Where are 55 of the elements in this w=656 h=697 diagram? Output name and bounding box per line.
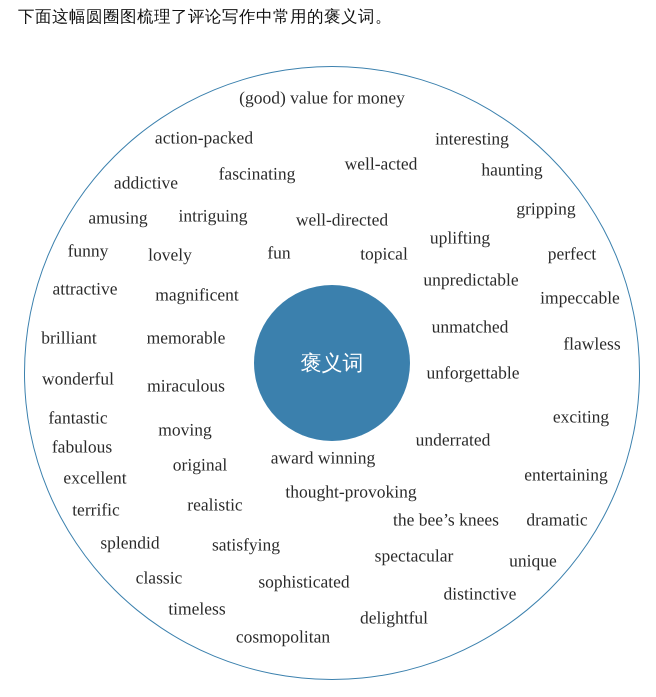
word-label: addictive xyxy=(114,174,178,192)
word-label: original xyxy=(172,456,228,474)
word-label: exciting xyxy=(552,408,610,426)
word-label: spectacular xyxy=(374,546,454,566)
word-label: fascinating xyxy=(218,164,296,184)
word-label: well-directed xyxy=(296,210,388,230)
word-label: interesting xyxy=(435,130,509,148)
word-label: unique xyxy=(509,552,557,570)
word-label: lovely xyxy=(148,246,192,264)
word-label: brilliant xyxy=(41,328,97,348)
word-label: perfect xyxy=(548,244,596,264)
word-label: classic xyxy=(136,568,182,588)
word-label: sophisticated xyxy=(258,572,350,592)
word-label: thought-provoking xyxy=(285,482,417,502)
word-label: dramatic xyxy=(526,510,588,530)
word-label: intriguing xyxy=(178,206,248,226)
word-label: moving xyxy=(158,420,212,440)
word-label: memorable xyxy=(146,328,226,348)
center-label: 褒义词 xyxy=(300,351,364,375)
outer-circle xyxy=(24,66,640,680)
word-label: cosmopolitan xyxy=(236,628,330,646)
word-label: well-acted xyxy=(344,154,418,174)
word-label: miraculous xyxy=(147,376,225,396)
word-label: wonderful xyxy=(42,370,114,388)
word-label: splendid xyxy=(100,534,160,552)
word-label: gripping xyxy=(516,200,576,218)
word-label: fun xyxy=(267,244,291,262)
word-label: unmatched xyxy=(432,318,508,336)
word-label: action-packed xyxy=(154,128,254,148)
word-label: attractive xyxy=(52,280,118,298)
word-label: award winning xyxy=(270,448,376,468)
word-label: distinctive xyxy=(444,584,516,604)
word-label: topical xyxy=(360,244,408,264)
word-label: (good) value for money xyxy=(239,88,405,108)
word-label: the bee’s knees xyxy=(393,510,499,530)
word-label: fantastic xyxy=(48,408,108,428)
word-label: realistic xyxy=(187,496,243,514)
word-label: excellent xyxy=(63,468,127,488)
word-label: underrated xyxy=(416,430,490,450)
word-label: amusing xyxy=(88,208,148,228)
word-label: delightful xyxy=(360,608,428,628)
word-label: entertaining xyxy=(524,466,608,484)
word-label: funny xyxy=(68,242,108,260)
word-label: haunting xyxy=(481,160,543,180)
word-label: flawless xyxy=(563,334,621,354)
word-label: magnificent xyxy=(155,286,239,304)
word-label: fabulous xyxy=(52,438,112,456)
word-label: satisfying xyxy=(212,536,280,554)
word-label: uplifting xyxy=(430,228,490,248)
word-label: unpredictable xyxy=(423,270,519,290)
word-label: timeless xyxy=(168,600,226,618)
word-label: unforgettable xyxy=(426,364,520,382)
word-label: impeccable xyxy=(540,288,620,308)
intro-sentence: 下面这幅圆圈图梳理了评论写作中常用的褒义词。 xyxy=(18,6,392,27)
word-label: terrific xyxy=(72,500,120,520)
